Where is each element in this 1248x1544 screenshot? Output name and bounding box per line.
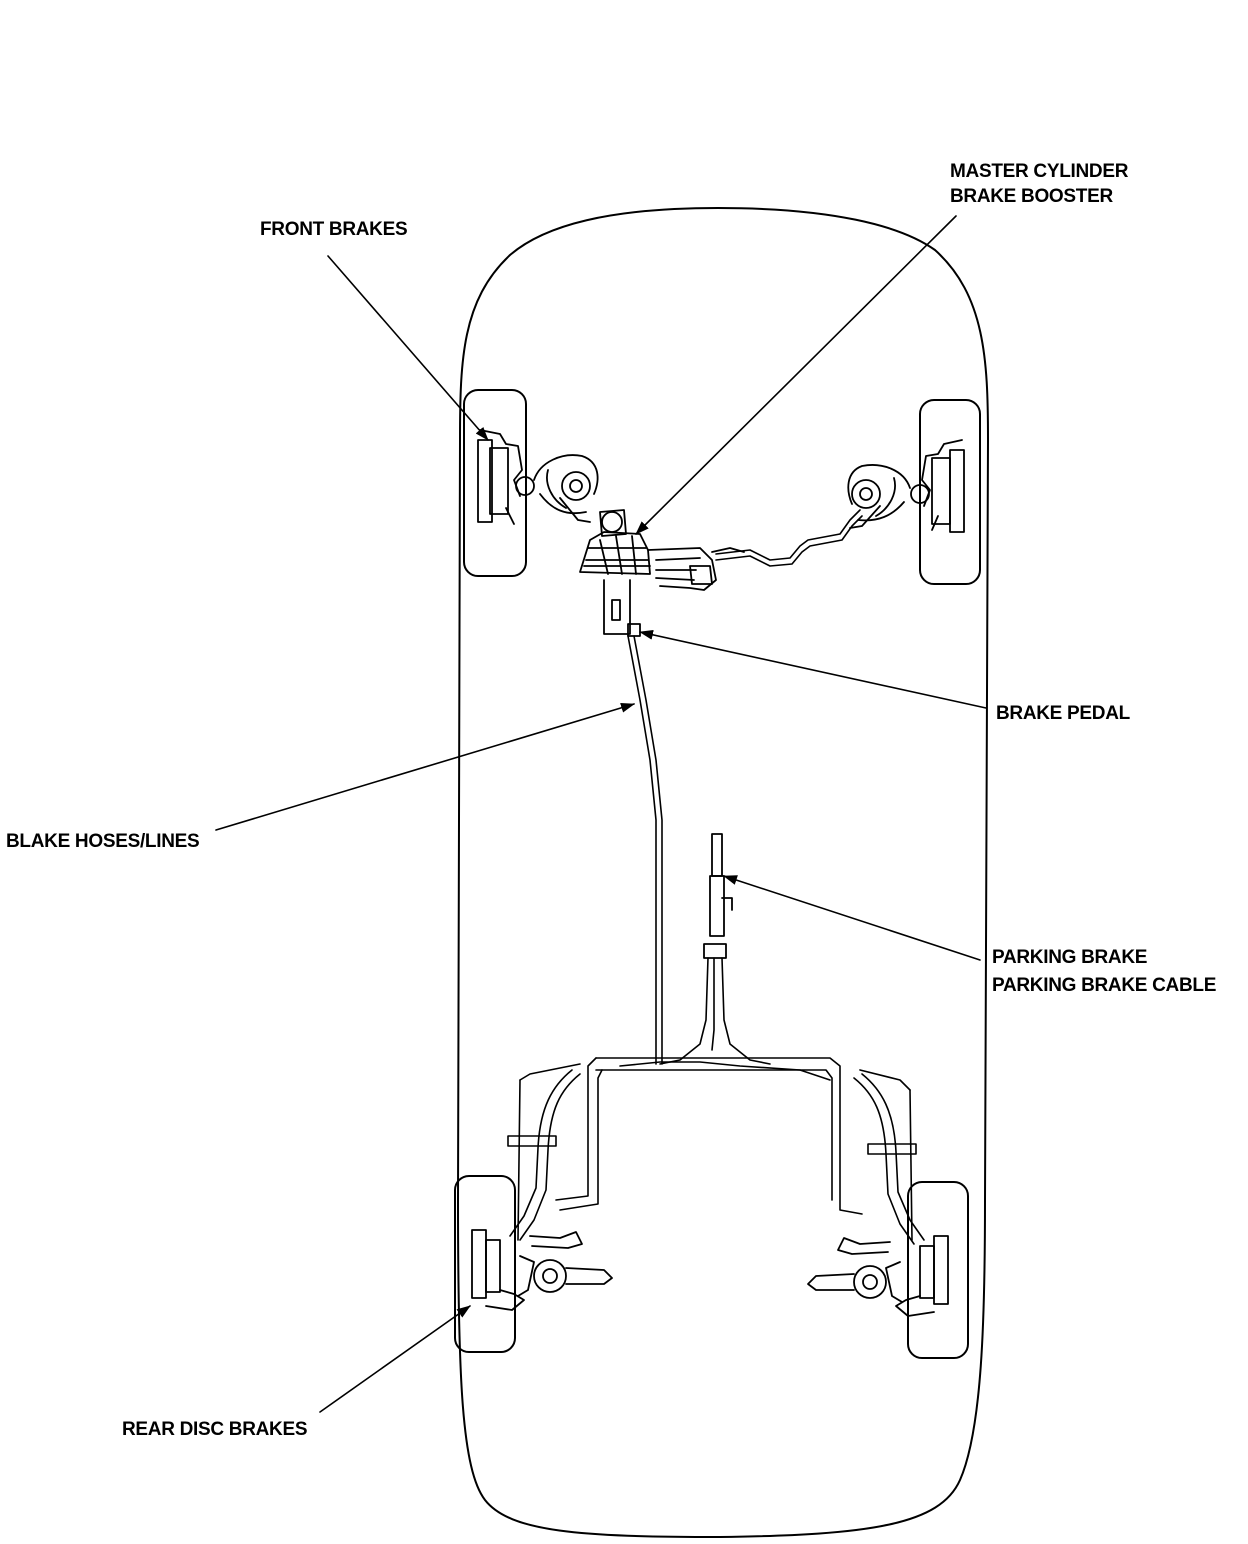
front-right-wheel — [919, 399, 981, 585]
parking-brake-lever — [703, 833, 733, 959]
label-brake-pedal: BRAKE PEDAL — [996, 703, 1130, 724]
master-cylinder-leader — [635, 215, 957, 535]
master-cylinder-booster — [579, 531, 745, 635]
rear-right-wheel — [907, 1181, 969, 1359]
front-left-wheel — [463, 389, 527, 577]
label-parking-brake: PARKING BRAKE — [992, 947, 1148, 968]
label-master-cylinder: MASTER CYLINDER — [950, 161, 1129, 182]
rear-left-disc-brake — [471, 1229, 613, 1311]
label-front-brakes: FRONT BRAKES — [260, 219, 408, 240]
parking-brake-cable — [659, 957, 709, 1065]
front-brakes-leader — [327, 255, 489, 441]
rear-brake-lines — [507, 1057, 925, 1245]
rear-left-wheel — [454, 1175, 516, 1353]
rear-right-disc-brake — [807, 1235, 949, 1317]
front-right-brake-line — [715, 509, 861, 561]
parking-brake-leader — [723, 875, 981, 961]
label-brake-booster: BRAKE BOOSTER — [950, 186, 1113, 207]
brake-hoses-leader — [215, 702, 635, 831]
label-rear-disc-brakes: REAR DISC BRAKES — [122, 1419, 308, 1440]
front-right-brake-assembly — [847, 439, 965, 533]
main-brake-line — [627, 635, 657, 1065]
car-body-outline — [457, 207, 989, 1538]
label-parking-brake-cable: PARKING BRAKE CABLE — [992, 975, 1217, 996]
front-left-brake-assembly — [477, 429, 627, 537]
rear-disc-brakes-leader — [319, 1305, 471, 1413]
brake-pedal-leader — [639, 629, 987, 709]
label-brake-hoses-lines: BLAKE HOSES/LINES — [6, 831, 200, 852]
